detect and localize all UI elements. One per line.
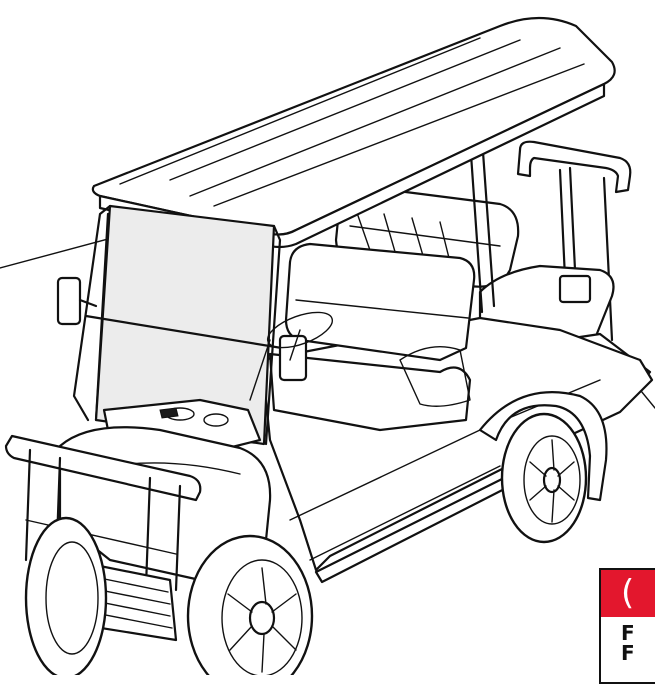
- callout-header: (: [601, 570, 655, 617]
- front-left-wheel: [26, 518, 106, 675]
- callout-header-text: (: [621, 574, 634, 612]
- rear-right-wheel: [502, 414, 586, 542]
- callout-label-box: ( F F: [599, 568, 655, 684]
- callout-body: F F: [601, 617, 655, 663]
- callout-line-2: F: [621, 643, 655, 663]
- callout-line-1: F: [621, 623, 655, 643]
- right-side-mirror: [280, 336, 306, 380]
